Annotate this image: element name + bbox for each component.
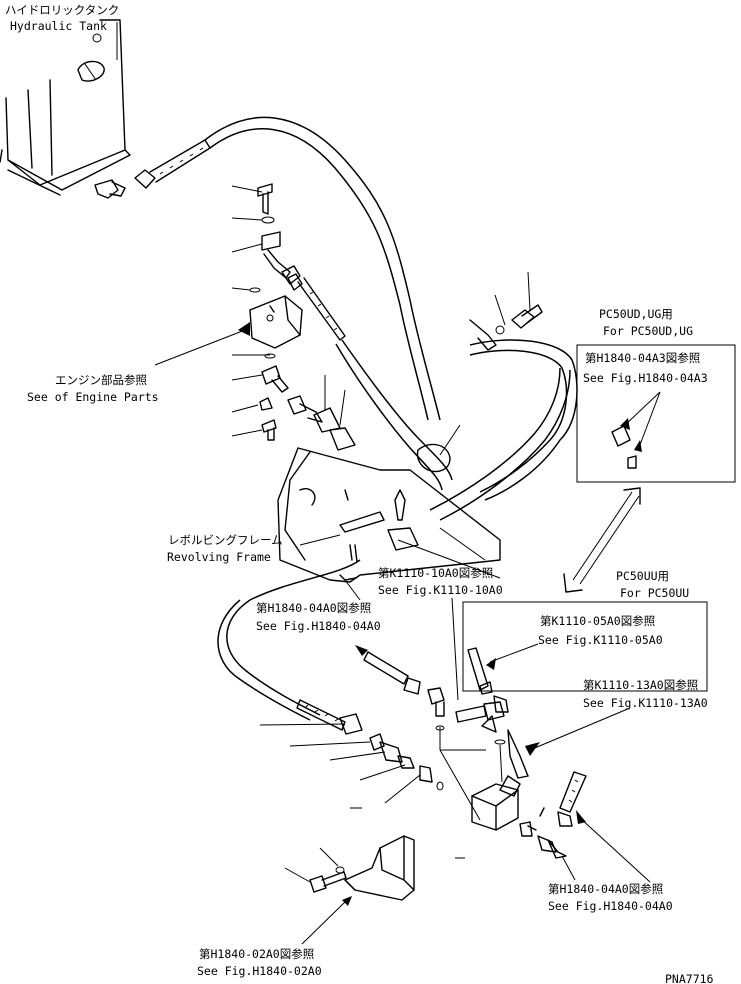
text-labels: ハイドロリックタンク Hydraulic Tank エンジン部品参照 See o…: [5, 3, 714, 984]
pc50udug-inset: [576, 344, 736, 483]
engine-label-en: See of Engine Parts: [27, 390, 159, 404]
frame-hose-clamp: [416, 424, 461, 473]
hydraulic-tank: [0, 19, 131, 196]
pc50udug-title-jp: PC50UD,UG用: [599, 307, 673, 321]
ref-h1840-04a0-top-en: See Fig.H1840-04A0: [256, 619, 381, 633]
frame-label-en: Revolving Frame: [167, 550, 271, 564]
revolving-frame: [277, 447, 501, 601]
valve-block: [439, 715, 533, 837]
bottom-right-fittings: [527, 807, 576, 881]
suction-hose-top: [134, 116, 441, 421]
ref-h1840-02a0-jp: 第H1840-02A0図参照: [199, 947, 314, 961]
pump-hose: [287, 273, 453, 491]
tank-label-jp: ハイドロリックタンク: [5, 3, 119, 17]
pc50uu-title-en: For PC50UU: [620, 586, 689, 600]
tee-fittings: [455, 695, 631, 779]
ref-k1110-13a0-jp: 第K1110-13A0図参照: [583, 678, 698, 692]
double-arrow: [563, 487, 641, 593]
right-hose-lower: [557, 771, 651, 883]
frame-label-jp: レボルビングフレーム: [168, 533, 283, 547]
fittings-stack-upper: [249, 183, 301, 293]
ref-h1840-04a0-bot-jp: 第H1840-04A0図参照: [548, 882, 663, 896]
ref-k1110-13a0-en: See Fig.K1110-13A0: [583, 696, 708, 710]
ref-h1840-02a0-en: See Fig.H1840-02A0: [197, 964, 322, 978]
drain-hose-loop: [217, 367, 571, 721]
pc50uu-inset: [462, 601, 708, 695]
ref-h1840-04a3-jp: 第H1840-04A3図参照: [585, 351, 700, 365]
tank-label-en: Hydraulic Tank: [10, 19, 107, 33]
hose-h1840-04a0: [355, 645, 445, 750]
fittings-chain-lower: [296, 699, 444, 791]
pc50udug-title-en: For PC50UD,UG: [603, 324, 693, 338]
tank-elbow: [94, 179, 126, 199]
ref-k1110-05a0-en: See Fig.K1110-05A0: [538, 633, 663, 647]
pc50uu-title-jp: PC50UU用: [616, 569, 669, 583]
ref-k1110-10a0-en: See Fig.K1110-10A0: [378, 583, 503, 597]
leader-lines-lower: [259, 723, 465, 859]
ref-h1840-04a0-top-jp: 第H1840-04A0図参照: [256, 601, 371, 615]
engine-label-jp: エンジン部品参照: [55, 373, 147, 387]
ref-k1110-10a0-jp: 第K1110-10A0図参照: [378, 566, 493, 580]
drawing-number: PNA7716: [665, 972, 714, 984]
ref-h1840-04a3-en: See Fig.H1840-04A3: [583, 371, 708, 385]
mounting-bracket: [284, 835, 415, 945]
hose-clamp: [469, 271, 578, 501]
leader-lines-upper: [231, 185, 270, 437]
engine-pump: [154, 295, 303, 366]
reference-leaders: [299, 527, 501, 701]
ref-h1840-04a0-bot-en: See Fig.H1840-04A0: [548, 899, 673, 913]
ref-k1110-05a0-jp: 第K1110-05A0図参照: [540, 614, 655, 628]
fittings-stack-lower: [259, 353, 356, 451]
